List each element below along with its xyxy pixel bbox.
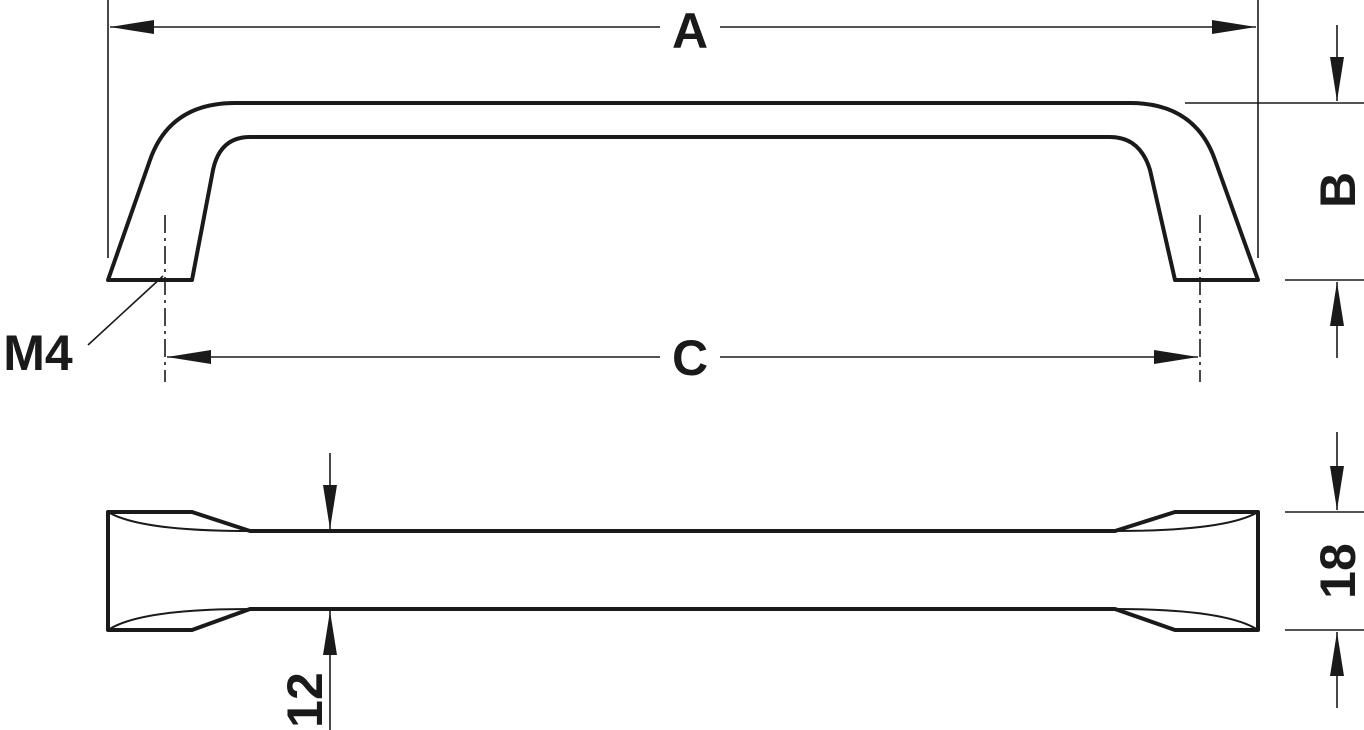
dimension-12-label: 12 — [277, 672, 333, 728]
dimension-c: C — [167, 330, 1198, 386]
dimension-b: B — [1185, 25, 1364, 358]
dimension-a-label: A — [672, 3, 708, 59]
handle-top-view — [106, 510, 1260, 632]
dimension-b-label: B — [1310, 172, 1364, 208]
dimension-12: 12 — [277, 453, 337, 730]
thread-callout-m4: M4 — [3, 275, 164, 381]
dimension-c-label: C — [672, 330, 708, 386]
thread-label: M4 — [3, 325, 73, 381]
dimension-a: A — [107, 0, 1259, 258]
handle-front-view — [106, 101, 1260, 382]
dimension-18-label: 18 — [1310, 543, 1364, 599]
dimension-18: 18 — [1285, 432, 1364, 708]
